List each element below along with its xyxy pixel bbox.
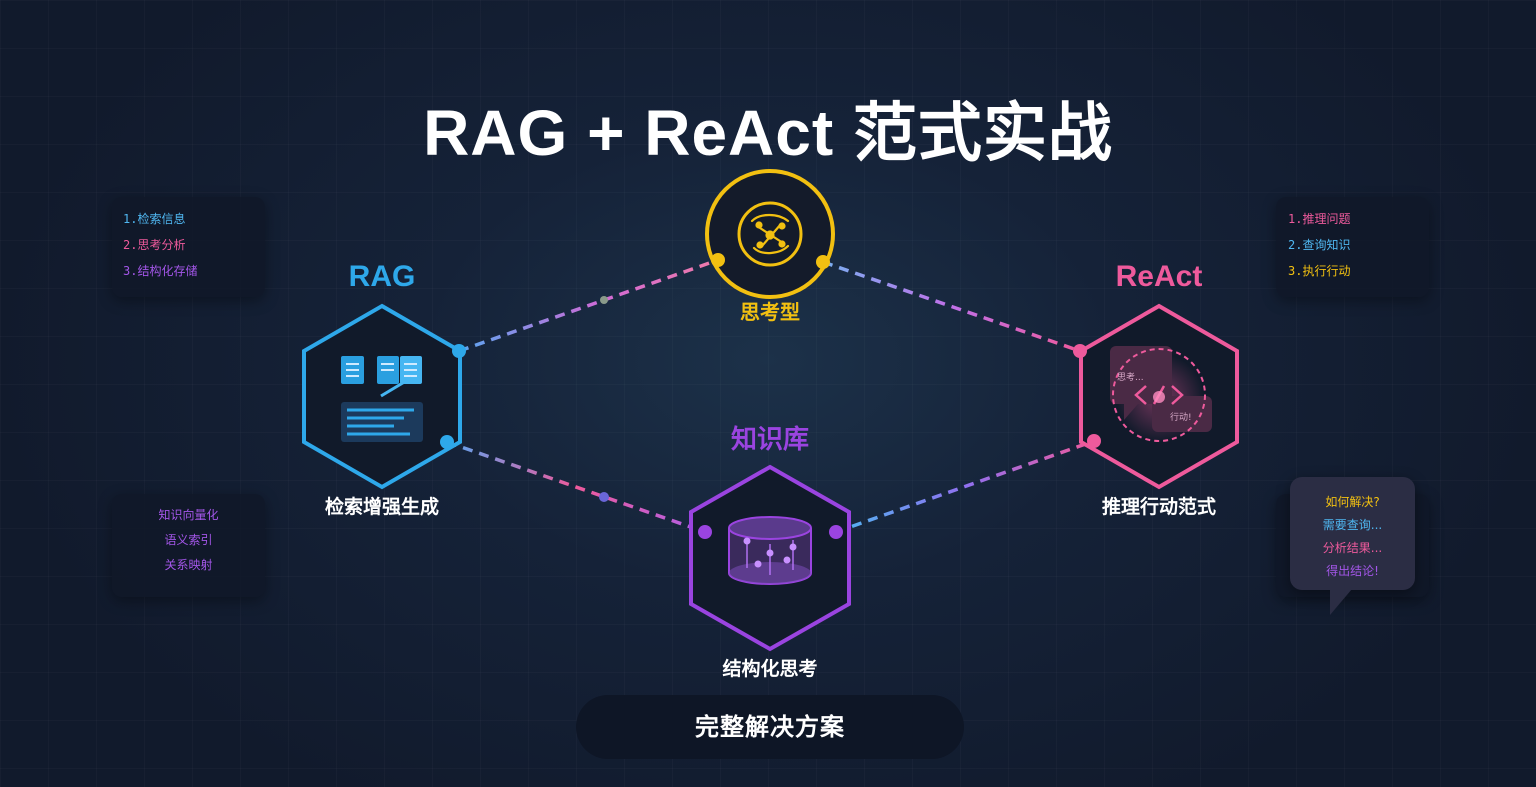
react-step-1: 1.推理问题 — [1288, 212, 1351, 226]
rag-step-3: 3.结构化存储 — [123, 264, 198, 278]
think-bubble-text: 思考... — [1117, 372, 1144, 383]
react-step-2: 2.查询知识 — [1288, 238, 1351, 252]
reason-act-cycle-icon: 思考... 行动! — [1110, 346, 1212, 442]
knowledge-node — [689, 464, 851, 652]
dialog-bubble: 如何解决? 需要查询... 分析结果... 得出结论! — [1290, 477, 1415, 590]
rag-caption: 检索增强生成 — [325, 495, 439, 518]
connector-knowledge-react — [835, 439, 1095, 534]
thinking-label: 思考型 — [740, 300, 800, 324]
port-dot — [1073, 344, 1087, 358]
rag-heading: RAG — [349, 260, 416, 293]
react-steps-card: 1.推理问题 2.查询知识 3.执行行动 — [1276, 197, 1429, 297]
knowledge-features-card: 知识向量化 语义索引 关系映射 — [112, 494, 265, 597]
solution-pill: 完整解决方案 — [576, 695, 964, 759]
connector-rag-knowledge — [446, 440, 706, 534]
port-dot — [816, 255, 830, 269]
documents-icon — [341, 356, 423, 442]
signal-dot — [600, 296, 608, 304]
port-dot — [698, 525, 712, 539]
port-dot — [829, 525, 843, 539]
rag-steps-card: 1.检索信息 2.思考分析 3.结构化存储 — [112, 197, 265, 297]
page-title: RAG + ReAct 范式实战 — [423, 97, 1113, 169]
knowledge-feature-1: 知识向量化 — [158, 508, 219, 522]
port-dot — [452, 344, 466, 358]
act-bubble-text: 行动! — [1170, 411, 1192, 423]
knowledge-heading: 知识库 — [731, 425, 809, 455]
signal-dot — [599, 492, 609, 502]
dialog-line-4: 得出结论! — [1326, 564, 1379, 578]
dialog-line-3: 分析结果... — [1322, 541, 1383, 555]
rag-step-1: 1.检索信息 — [123, 212, 186, 226]
database-icon — [728, 516, 812, 585]
port-dot — [440, 435, 454, 449]
thinking-node — [705, 169, 835, 299]
react-caption: 推理行动范式 — [1102, 495, 1216, 518]
knowledge-caption: 结构化思考 — [722, 657, 817, 680]
rag-node — [302, 303, 466, 490]
connector-rag-thinking — [458, 258, 719, 353]
knowledge-feature-2: 语义索引 — [164, 533, 213, 547]
brain-network-icon — [750, 213, 790, 255]
port-dot — [711, 253, 725, 267]
port-dot — [1087, 434, 1101, 448]
connector-thinking-react — [822, 260, 1081, 353]
react-heading: ReAct — [1116, 260, 1203, 293]
react-node: 思考... 行动! — [1073, 303, 1239, 490]
react-step-3: 3.执行行动 — [1288, 264, 1351, 278]
rag-step-2: 2.思考分析 — [123, 238, 186, 252]
dialog-line-1: 如何解决? — [1325, 495, 1380, 509]
dialog-line-2: 需要查询... — [1322, 518, 1383, 532]
knowledge-feature-3: 关系映射 — [164, 558, 213, 572]
dialog-bubble-tail — [1330, 589, 1352, 615]
